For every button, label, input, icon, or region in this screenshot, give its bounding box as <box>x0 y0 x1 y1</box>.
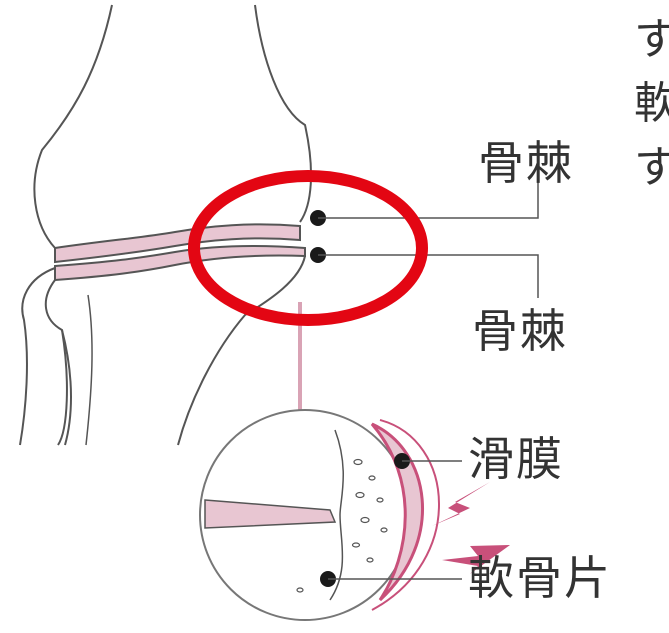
tibia-inner-line <box>86 295 92 445</box>
fibula-outline <box>20 268 71 445</box>
label-cartilage-fragment: 軟骨片 <box>468 555 612 601</box>
truncated-text-line-3: す <box>634 146 669 190</box>
femur-outline <box>34 5 311 248</box>
label-osteophyte-lower: 骨棘 <box>472 308 568 354</box>
truncated-text-line-2: 軟 <box>634 82 669 126</box>
inflammation-arrow-upper <box>432 482 490 526</box>
truncated-text-line-1: す <box>634 18 669 62</box>
label-synovium: 滑膜 <box>468 436 564 482</box>
label-osteophyte-upper: 骨棘 <box>478 140 574 186</box>
osteophyte-lower-leader <box>318 255 538 298</box>
